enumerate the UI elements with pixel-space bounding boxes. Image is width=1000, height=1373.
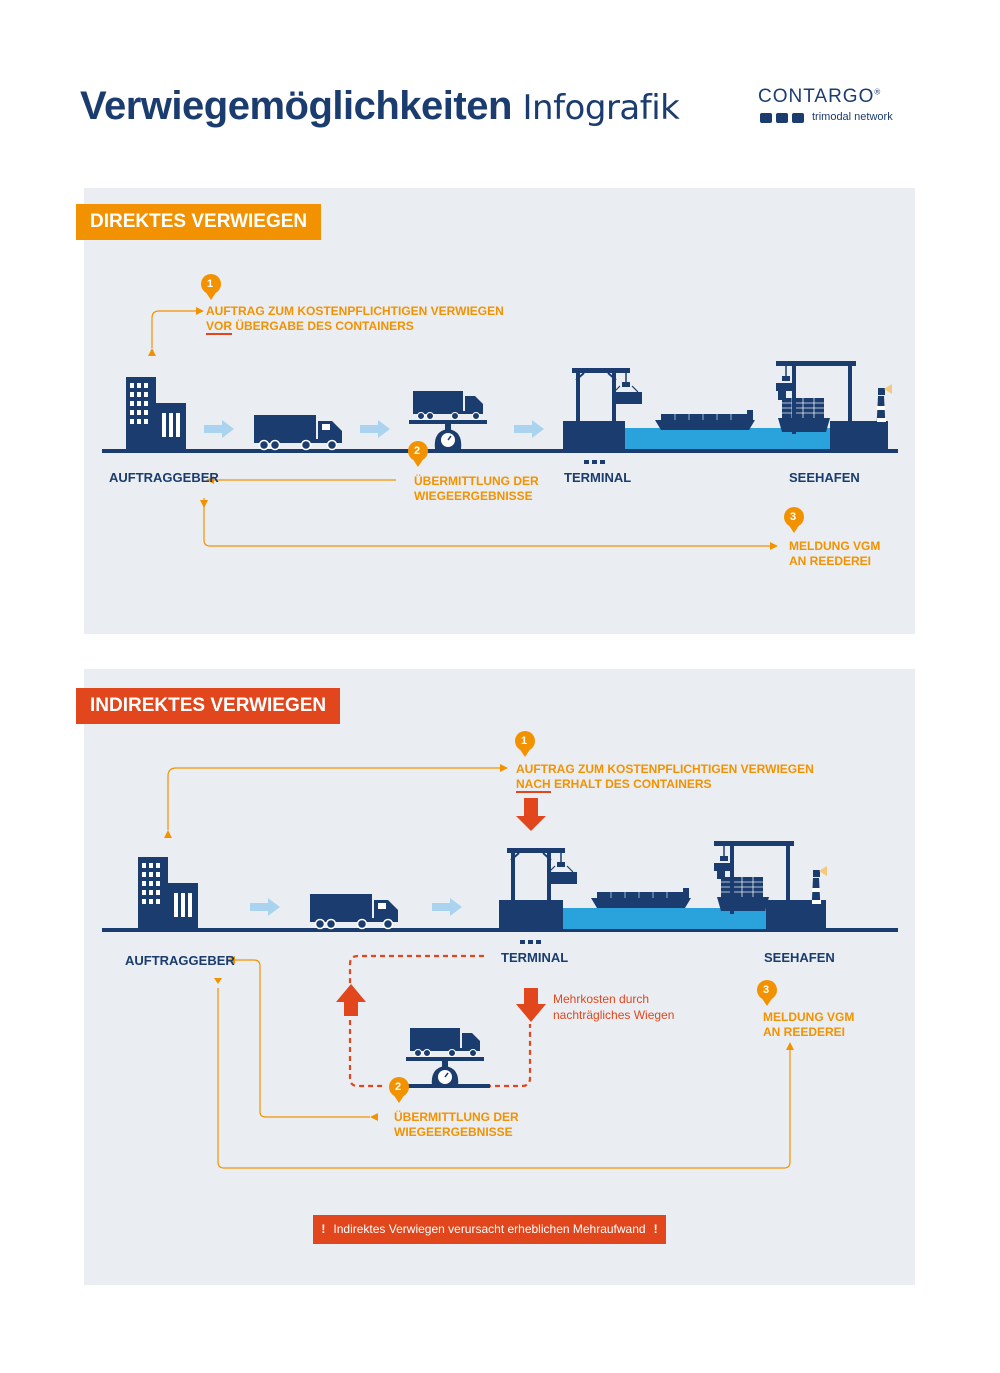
terminal-quay bbox=[499, 900, 563, 930]
direct-arrowheads bbox=[148, 307, 778, 550]
step-number: 3 bbox=[763, 984, 770, 996]
flow-arrow-icon bbox=[432, 898, 462, 916]
direct-step1-text: AUFTRAG ZUM KOSTENPFLICHTIGEN VERWIEGEN … bbox=[206, 304, 504, 335]
red-down-arrow-icon bbox=[516, 988, 546, 1022]
contargo-logo: CONTARGO® trimodal network bbox=[756, 86, 916, 126]
title-light: Infografik bbox=[522, 88, 680, 128]
page-title: Verwiegemöglichkeiten Infografik bbox=[80, 84, 680, 129]
client-building-icon bbox=[138, 857, 198, 929]
step-number: 1 bbox=[521, 735, 528, 747]
extra-cost-text: Mehrkosten durch nachträgliches Wiegen bbox=[553, 992, 675, 1022]
exclamation-icon: ! bbox=[653, 1222, 658, 1236]
logo-registered: ® bbox=[874, 87, 882, 97]
extra-weighing-loop bbox=[348, 954, 532, 1088]
waterway bbox=[625, 428, 830, 449]
flow-arrow-icon bbox=[204, 420, 234, 438]
label-seaport: SEEHAFEN bbox=[764, 950, 835, 965]
direct-flow-lines bbox=[151, 310, 772, 547]
label-client: AUFTRAGGEBER bbox=[125, 953, 235, 968]
indirect-flow-lines bbox=[167, 767, 791, 1169]
truck-scale-icon bbox=[405, 1027, 485, 1087]
emphasis-after: NACH bbox=[516, 777, 551, 793]
terminal-logo-icon bbox=[584, 460, 605, 464]
indirect-weighing-panel bbox=[84, 669, 915, 1285]
direct-step2-text: ÜBERMITTLUNG DER WIEGEERGEBNISSE bbox=[414, 474, 539, 503]
warning-text: Indirektes Verwiegen verursacht erheblic… bbox=[333, 1222, 646, 1236]
direct-weighing-panel bbox=[84, 188, 915, 634]
logo-square-icon bbox=[792, 113, 804, 123]
indirect-step3-text: MELDUNG VGM AN REEDEREI bbox=[763, 1010, 855, 1039]
flow-arrow-icon bbox=[250, 898, 280, 916]
scale-base bbox=[402, 1084, 490, 1088]
step-number: 2 bbox=[414, 445, 421, 457]
logo-name: CONTARGO bbox=[758, 86, 875, 107]
barge-icon bbox=[590, 887, 692, 909]
barge-icon bbox=[654, 409, 756, 431]
logo-subtitle: trimodal network bbox=[812, 111, 893, 123]
truck-icon bbox=[253, 414, 343, 451]
indirect-step1-text: AUFTRAG ZUM KOSTENPFLICHTIGEN VERWIEGEN … bbox=[516, 762, 814, 793]
indirect-heading: INDIREKTES VERWIEGEN bbox=[76, 688, 341, 724]
step-number: 1 bbox=[207, 278, 214, 290]
step-number: 3 bbox=[790, 511, 797, 523]
red-up-arrow-icon bbox=[336, 984, 366, 1016]
indirect-step2-text: ÜBERMITTLUNG DER WIEGEERGEBNISSE bbox=[394, 1110, 519, 1139]
warning-banner: ! Indirektes Verwiegen verursacht erhebli… bbox=[313, 1215, 666, 1244]
logo-square-icon bbox=[776, 113, 788, 123]
exclamation-icon: ! bbox=[321, 1222, 326, 1236]
client-building-icon bbox=[126, 377, 186, 449]
label-seaport: SEEHAFEN bbox=[789, 470, 860, 485]
direct-step3-text: MELDUNG VGM AN REEDEREI bbox=[789, 539, 881, 568]
red-down-arrow-icon bbox=[516, 798, 546, 831]
truck-icon bbox=[309, 893, 399, 930]
container-ship-icon bbox=[716, 868, 770, 912]
lighthouse-icon bbox=[876, 384, 892, 436]
title-bold: Verwiegemöglichkeiten bbox=[80, 84, 512, 128]
label-terminal: TERMINAL bbox=[501, 950, 569, 965]
step-number: 2 bbox=[395, 1081, 402, 1093]
terminal-crane-icon bbox=[571, 367, 643, 429]
label-client: AUFTRAGGEBER bbox=[109, 470, 219, 485]
logo-square-icon bbox=[760, 113, 772, 123]
flow-arrow-icon bbox=[514, 420, 544, 438]
direct-heading: DIREKTES VERWIEGEN bbox=[76, 204, 322, 240]
truck-scale-icon bbox=[408, 390, 488, 450]
terminal-logo-icon bbox=[520, 940, 541, 944]
flow-arrow-icon bbox=[360, 420, 390, 438]
emphasis-before: VOR bbox=[206, 319, 233, 335]
indirect-arrowheads bbox=[164, 764, 794, 1121]
label-terminal: TERMINAL bbox=[564, 470, 632, 485]
terminal-crane-icon bbox=[506, 847, 578, 909]
container-ship-icon bbox=[777, 389, 831, 433]
waterway bbox=[563, 908, 766, 929]
